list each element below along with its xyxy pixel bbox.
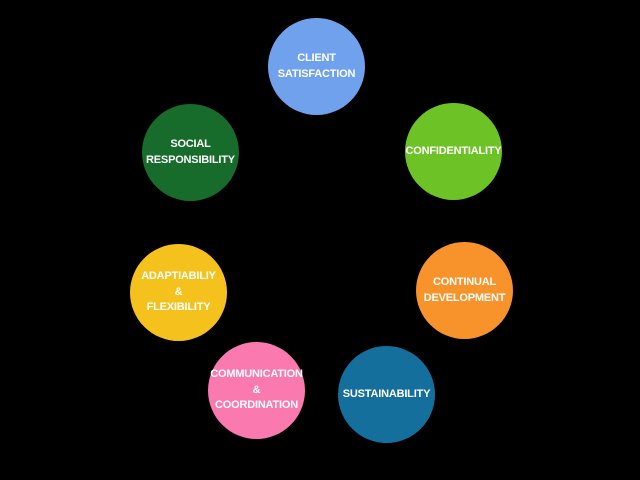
circle-confidentiality: CONFIDENTIALITY	[405, 103, 502, 200]
circle-social-responsibility: SOCIAL RESPONSIBILITY	[142, 104, 239, 201]
circle-label-social-responsibility: SOCIAL RESPONSIBILITY	[146, 137, 235, 166]
circle-communication-coordination: COMMUNICATION & COORDINATION	[208, 342, 305, 439]
circle-adaptiabiliy-flexibility: ADAPTIABILIY & FLEXIBILITY	[130, 244, 227, 341]
circle-label-continual-development: CONTINUAL DEVELOPMENT	[423, 275, 506, 304]
circle-client-satisfaction: CLIENT SATISFACTION	[268, 18, 365, 115]
circle-label-confidentiality: CONFIDENTIALITY	[405, 144, 502, 157]
circle-label-adaptiabiliy-flexibility: ADAPTIABILIY & FLEXIBILITY	[141, 269, 216, 314]
circle-label-sustainability: SUSTAINABILITY	[342, 387, 431, 400]
circle-label-client-satisfaction: CLIENT SATISFACTION	[277, 51, 356, 80]
circle-label-communication-coordination: COMMUNICATION & COORDINATION	[210, 367, 303, 412]
circle-continual-development: CONTINUAL DEVELOPMENT	[416, 242, 513, 339]
circle-sustainability: SUSTAINABILITY	[338, 346, 435, 443]
